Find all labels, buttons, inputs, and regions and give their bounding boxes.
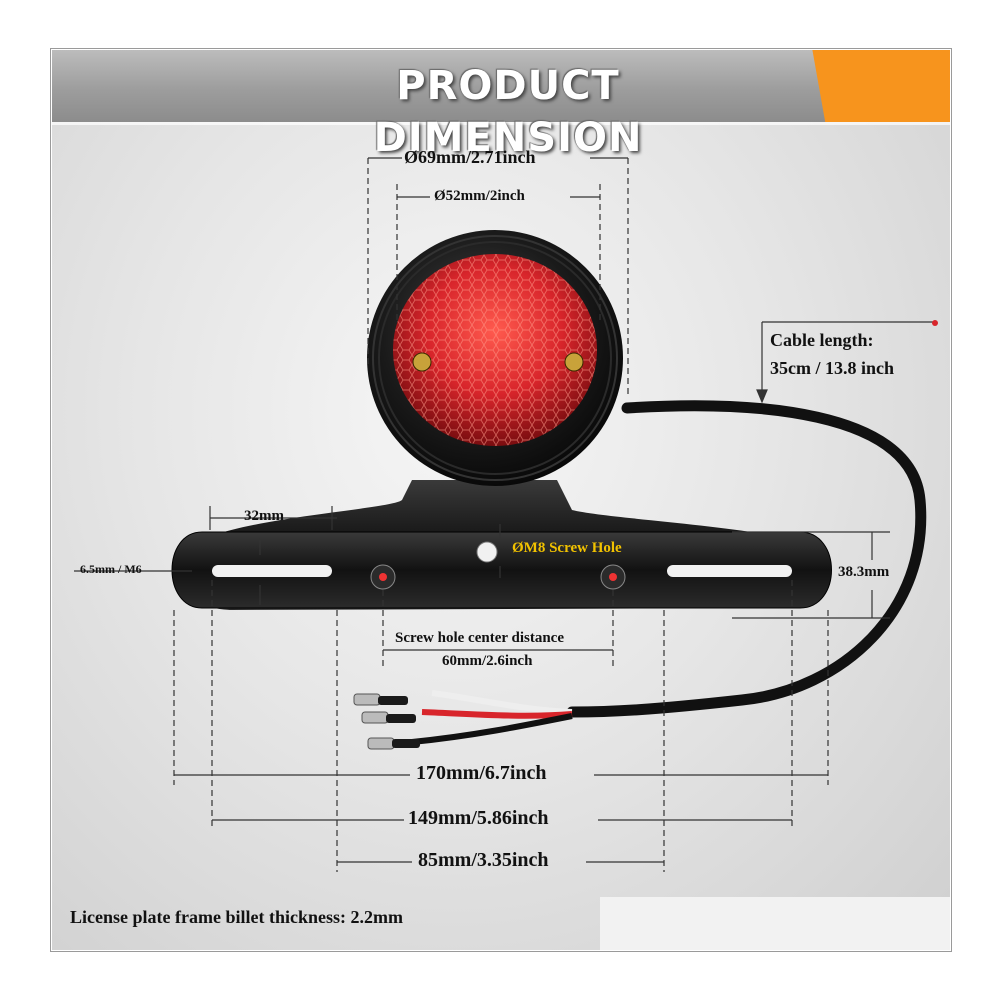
cable <box>353 400 927 750</box>
diagram-panel: PRODUCT DIMENSION <box>52 50 950 950</box>
page-title: PRODUCT DIMENSION <box>373 63 643 161</box>
screw-hole-label: ØM8 Screw Hole <box>512 540 622 556</box>
outer-diameter-label: Ø69mm/2.71inch <box>404 147 536 167</box>
center-distance-label: Screw hole center distance <box>395 630 564 646</box>
cable-length-label: Cable length: <box>770 330 874 350</box>
connector-black <box>367 737 395 750</box>
dimension-lines <box>74 157 937 872</box>
inner-span-label: 85mm/3.35inch <box>418 849 549 871</box>
cable-length-value: 35cm / 13.8 inch <box>770 358 894 378</box>
license-plate-bracket <box>171 531 832 609</box>
m8-screw-hole <box>476 541 498 563</box>
header-divider <box>52 122 950 125</box>
lens-screw-left <box>412 352 432 372</box>
left-slot <box>212 565 332 577</box>
right-slot <box>667 565 792 577</box>
slot-span-label: 149mm/5.86inch <box>408 807 549 829</box>
plate-height-label: 38.3mm <box>838 564 890 580</box>
slot-width-label: 6.5mm / M6 <box>80 562 142 576</box>
connector-red <box>361 711 389 724</box>
cable-callout-dot <box>932 320 938 326</box>
bottom-right-box <box>600 897 950 950</box>
lens-diameter-label: Ø52mm/2inch <box>434 188 525 204</box>
slot-length-label: 32mm <box>244 508 284 524</box>
thickness-note: License plate frame billet thickness: 2.… <box>70 907 403 927</box>
connector-white <box>353 693 381 706</box>
header-bar <box>52 50 950 122</box>
header-accent-stripe <box>812 50 950 122</box>
center-distance-value: 60mm/2.6inch <box>442 653 533 669</box>
tail-light-diagram <box>74 157 938 872</box>
lens-screw-right <box>564 352 584 372</box>
total-width-label: 170mm/6.7inch <box>416 762 547 784</box>
